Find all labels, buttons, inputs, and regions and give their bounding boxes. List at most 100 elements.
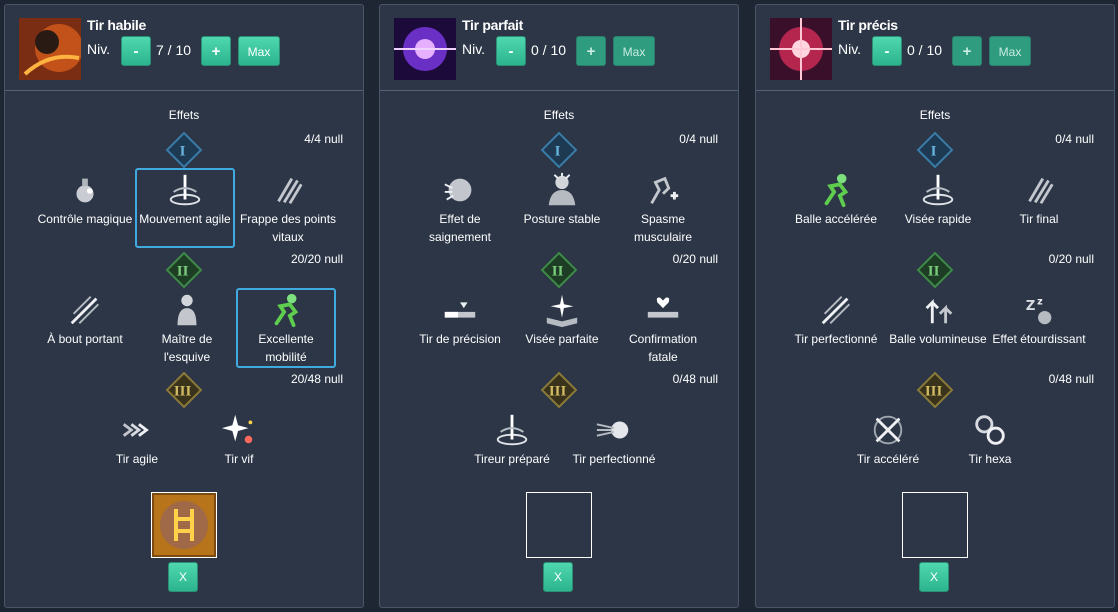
tier-points-count: 20/20 null [290, 252, 343, 266]
skill-node[interactable]: Tir accéléré [838, 410, 938, 468]
skill-node[interactable]: À bout portant [35, 290, 135, 348]
up-arrows-icon [918, 290, 958, 330]
tier-points-count: 4/4 null [304, 132, 343, 146]
rune-slot[interactable] [526, 492, 592, 558]
skill-name: À bout portant [47, 332, 123, 346]
skill-name: Confirmation fatale [628, 332, 698, 364]
clear-slot-button[interactable]: X [168, 562, 198, 592]
skill-node[interactable]: Tir final [989, 170, 1089, 228]
dash-icon [492, 410, 532, 450]
runner-icon [266, 290, 306, 330]
svg-text:z: z [1037, 296, 1043, 307]
rune-slot[interactable] [151, 492, 217, 558]
skill-node[interactable]: Spasme musculaire [613, 170, 713, 246]
level-decrease-button[interactable]: - [872, 36, 902, 66]
tier-3-badge: III [165, 371, 203, 409]
skill-portrait-icon [19, 18, 81, 80]
level-decrease-button[interactable]: - [121, 36, 151, 66]
panel-title: Tir précis [838, 17, 898, 33]
skill-node[interactable]: Balle volumineuse [888, 290, 988, 348]
level-max-button[interactable]: Max [989, 36, 1031, 66]
svg-text:Z: Z [1026, 299, 1036, 314]
skill-name: Contrôle magique [37, 212, 133, 226]
skill-node[interactable]: Mouvement agile [135, 168, 235, 248]
skill-node[interactable]: Excellente mobilité [236, 288, 336, 368]
skill-name: Effet étourdissant [992, 332, 1086, 346]
skill-name: Posture stable [523, 212, 601, 226]
skill-node[interactable]: Visée rapide [888, 170, 988, 228]
sparkle-icon [219, 410, 259, 450]
skill-name: Effet de saignement [428, 212, 492, 244]
skill-node[interactable]: Tir hexa [940, 410, 1040, 468]
skill-node[interactable]: Visée parfaite [512, 290, 612, 348]
spasm-icon [643, 170, 683, 210]
tier-points-count: 0/20 null [1048, 252, 1094, 266]
rune-slot[interactable] [902, 492, 968, 558]
skill-node[interactable]: Frappe des points vitaux [238, 170, 338, 246]
tier-points-count: 0/48 null [672, 372, 718, 386]
runner-icon [816, 170, 856, 210]
skill-name: Tir perfectionné [572, 452, 656, 466]
level-increase-button[interactable]: + [952, 36, 982, 66]
tier-points-count: 0/20 null [672, 252, 718, 266]
gauge-icon [440, 290, 480, 330]
level-label: Niv. [462, 41, 486, 57]
tier-points-count: 0/4 null [679, 132, 718, 146]
tier-1-badge: I [916, 131, 954, 169]
effects-heading: Effets [168, 108, 200, 122]
skill-node[interactable]: Tir de précision [410, 290, 510, 348]
skill-node[interactable]: Balle accélérée [786, 170, 886, 228]
rune-icon [152, 493, 216, 557]
level-max-button[interactable]: Max [238, 36, 280, 66]
clear-slot-button[interactable]: X [919, 562, 949, 592]
stance-icon [542, 170, 582, 210]
tier-1-badge: I [540, 131, 578, 169]
skill-node[interactable]: Maître de l'esquive [137, 290, 237, 366]
skill-portrait-icon [770, 18, 832, 80]
claw-icon [268, 170, 308, 210]
bleed-icon [440, 170, 480, 210]
skill-node[interactable]: Tir perfectionné [786, 290, 886, 348]
skill-node[interactable]: Contrôle magique [35, 170, 135, 228]
skill-node[interactable]: Tir perfectionné [564, 410, 664, 468]
level-increase-button[interactable]: + [201, 36, 231, 66]
effects-heading: Effets [543, 108, 575, 122]
level-decrease-button[interactable]: - [496, 36, 526, 66]
tier-3-badge: III [916, 371, 954, 409]
skill-node[interactable]: Tir vif [189, 410, 289, 468]
level-value: 7 / 10 [156, 42, 192, 58]
level-label: Niv. [87, 41, 111, 57]
skill-node[interactable]: Posture stable [512, 170, 612, 228]
claw-icon [1019, 170, 1059, 210]
skill-name: Maître de l'esquive [161, 332, 213, 364]
tier-2-badge: II [165, 251, 203, 289]
level-increase-button[interactable]: + [576, 36, 606, 66]
skill-node[interactable]: Confirmation fatale [613, 290, 713, 366]
skill-name: Tir hexa [968, 452, 1012, 466]
skill-name: Tireur préparé [474, 452, 550, 466]
clear-slot-button[interactable]: X [543, 562, 573, 592]
skill-name: Tir accéléré [856, 452, 920, 466]
panel-title: Tir parfait [462, 17, 524, 33]
crossed-icon [868, 410, 908, 450]
skill-name: Balle volumineuse [889, 332, 987, 346]
skill-node[interactable]: Tir agile [87, 410, 187, 468]
skill-name: Balle accélérée [794, 212, 878, 226]
panel-title: Tir habile [87, 17, 146, 33]
skill-name: Tir vif [224, 452, 254, 466]
level-value: 0 / 10 [531, 42, 567, 58]
skill-name: Frappe des points vitaux [239, 212, 337, 244]
skill-node[interactable]: Tireur préparé [462, 410, 562, 468]
arrows-icon [117, 410, 157, 450]
burst-icon [816, 290, 856, 330]
level-max-button[interactable]: Max [613, 36, 655, 66]
skill-name: Mouvement agile [139, 212, 231, 226]
orbs-icon [970, 410, 1010, 450]
skill-node[interactable]: Effet de saignement [410, 170, 510, 246]
skill-name: Spasme musculaire [633, 212, 693, 244]
